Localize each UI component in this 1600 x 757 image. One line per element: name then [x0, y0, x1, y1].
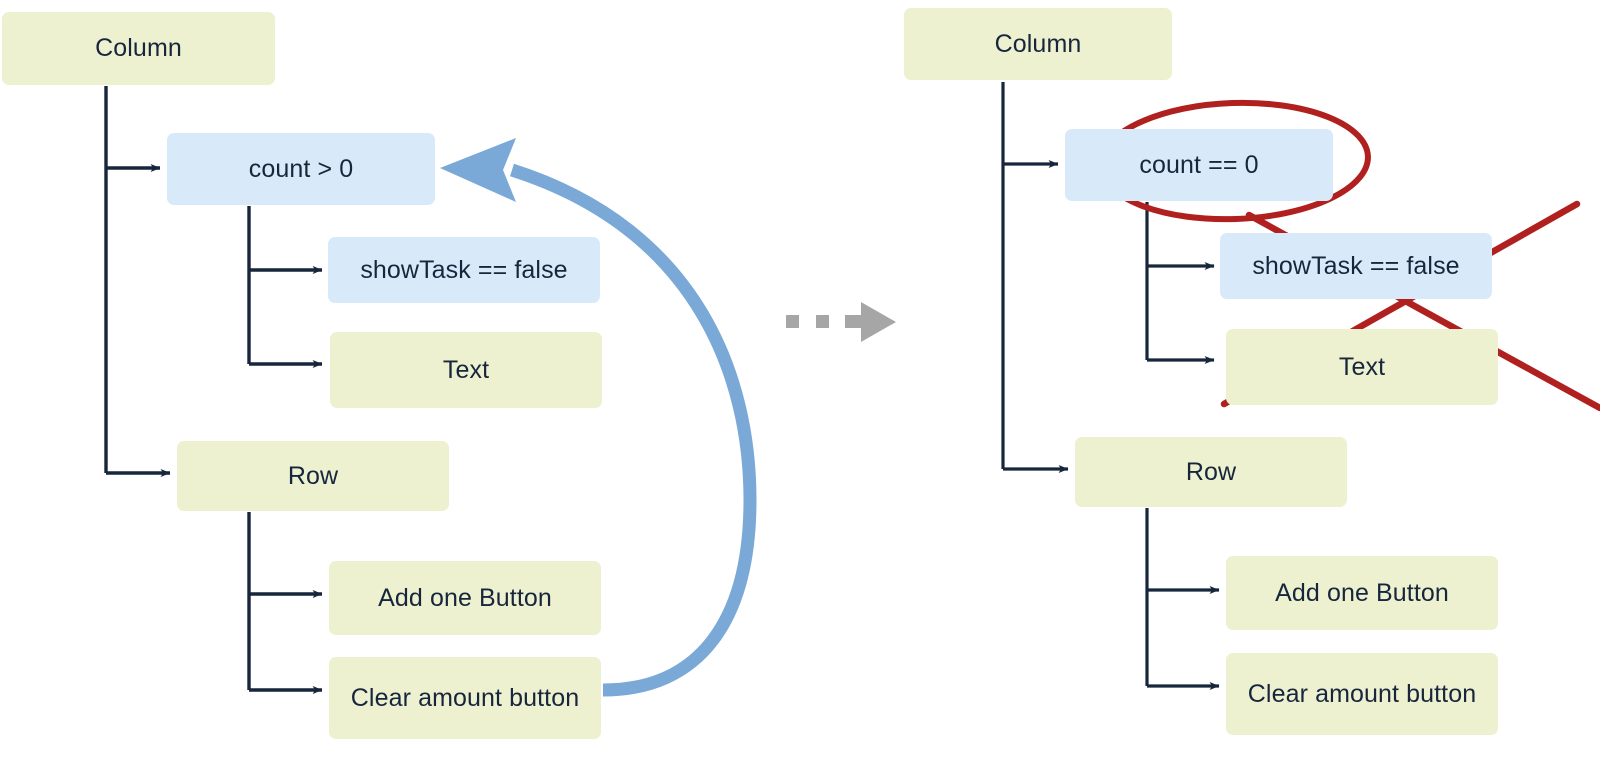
node-clear-amount-button-after[interactable]: Clear amount button — [1226, 653, 1498, 735]
node-showtask-false-after[interactable]: showTask == false — [1220, 233, 1492, 299]
node-add-one-button[interactable]: Add one Button — [329, 561, 601, 635]
node-row[interactable]: Row — [177, 441, 449, 511]
node-clear-amount-button[interactable]: Clear amount button — [329, 657, 601, 739]
node-column[interactable]: Column — [2, 12, 275, 85]
node-count-gt-0[interactable]: count > 0 — [167, 133, 435, 205]
node-showtask-false[interactable]: showTask == false — [328, 237, 600, 303]
node-column-after[interactable]: Column — [904, 8, 1172, 80]
node-row-after[interactable]: Row — [1075, 437, 1347, 507]
node-text-after[interactable]: Text — [1226, 329, 1498, 405]
node-count-eq-0[interactable]: count == 0 — [1065, 129, 1333, 201]
transition-dash-2 — [816, 315, 829, 328]
rebuild-loop-arrowhead — [440, 138, 516, 202]
node-text[interactable]: Text — [330, 332, 602, 408]
transition-arrow — [786, 302, 896, 342]
transition-dash-1 — [786, 315, 799, 328]
node-add-one-button-after[interactable]: Add one Button — [1226, 556, 1498, 630]
transition-arrowhead — [845, 302, 896, 342]
